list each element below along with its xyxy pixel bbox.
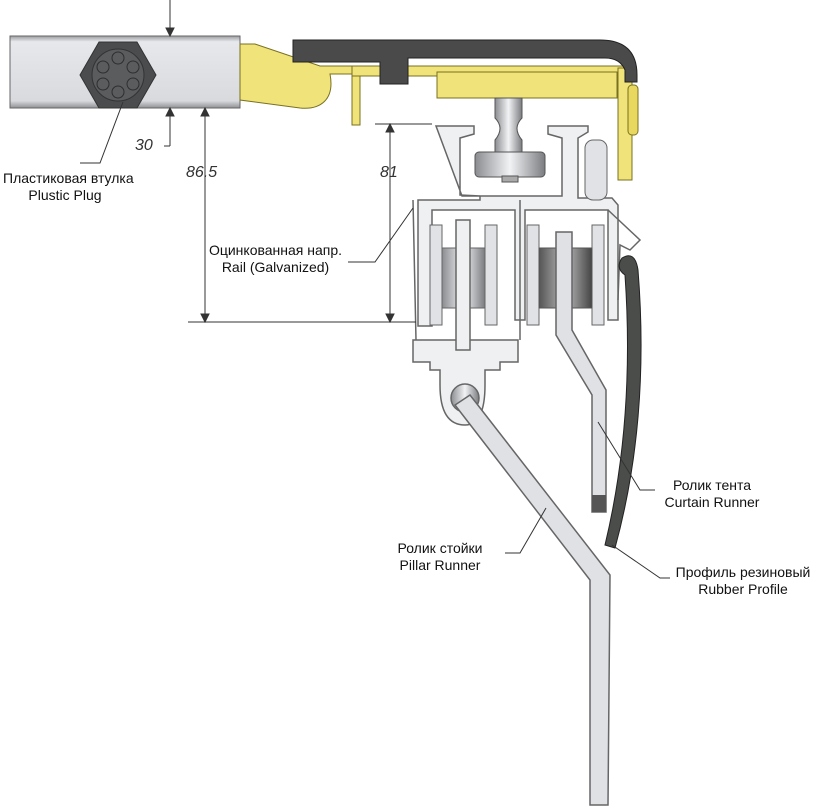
leader-lines xyxy=(80,101,670,579)
yellow-bracket xyxy=(239,43,639,181)
label-rubber-profile-ru: Профиль резиновый xyxy=(675,564,811,580)
label-rail-ru: Оцинкованная напр. xyxy=(208,242,343,258)
galvanized-rail xyxy=(412,125,642,341)
label-pillar-runner-ru: Ролик стойки xyxy=(397,540,483,556)
dimension-81: 81 xyxy=(380,164,398,181)
label-plastic-plug: Пластиковая втулка Plustic Plug xyxy=(3,170,134,204)
label-rubber-profile: Профиль резиновый Rubber Profile xyxy=(668,564,818,598)
rubber-profile xyxy=(604,255,642,549)
label-rail-en: Rail (Galvanized) xyxy=(221,259,330,275)
dimension-86-5: 86.5 xyxy=(186,164,218,181)
dimension-lines xyxy=(164,0,432,324)
label-curtain-runner-en: Curtain Runner xyxy=(664,494,760,510)
label-curtain-runner: Ролик тента Curtain Runner xyxy=(652,477,772,511)
label-plastic-plug-en: Plustic Plug xyxy=(28,187,102,203)
label-plastic-plug-ru: Пластиковая втулка xyxy=(3,170,134,186)
label-rubber-profile-en: Rubber Profile xyxy=(698,581,788,597)
label-curtain-runner-ru: Ролик тента xyxy=(672,477,752,493)
label-pillar-runner-en: Pillar Runner xyxy=(399,557,481,573)
label-pillar-runner: Ролик стойки Pillar Runner xyxy=(385,540,495,574)
plastic-plug-hex xyxy=(79,41,157,109)
dark-cover xyxy=(292,39,638,85)
top-roller xyxy=(474,97,546,183)
dimension-30: 30 xyxy=(135,137,153,154)
pillar-runner-arm xyxy=(453,393,611,806)
label-rail: Оцинкованная напр. Rail (Galvanized) xyxy=(203,242,348,276)
